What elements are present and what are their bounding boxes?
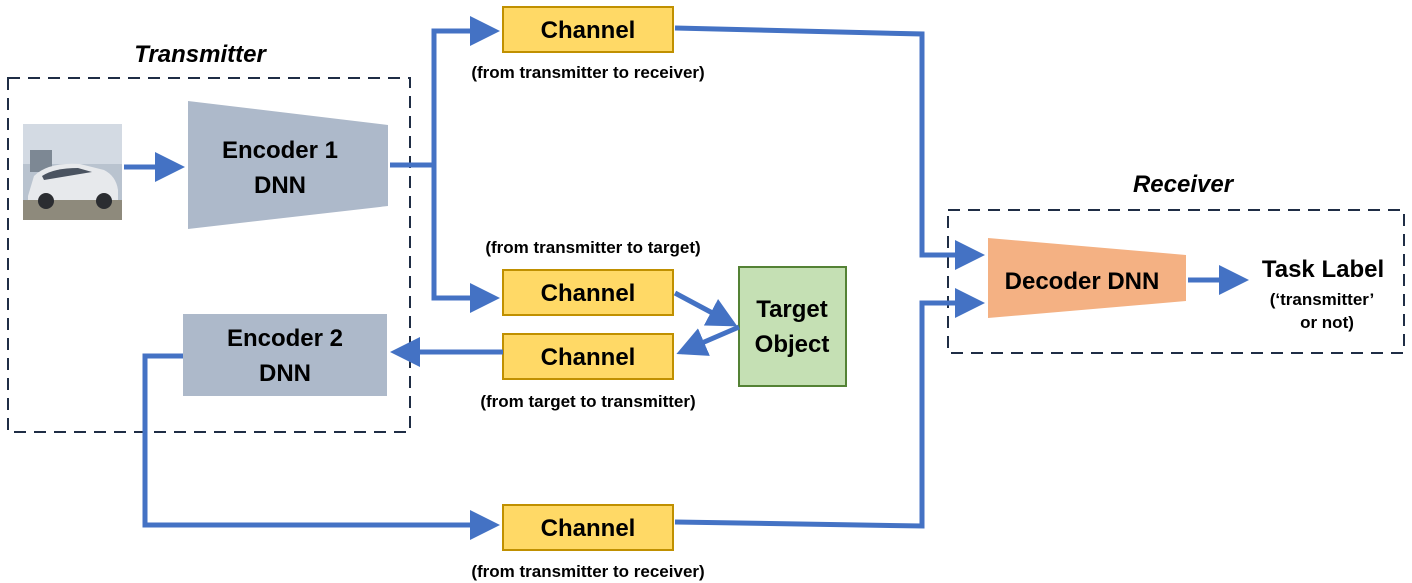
encoder1-line2: DNN (254, 172, 306, 199)
encoder2-line1: Encoder 2 (227, 325, 343, 352)
transmitter-group (7, 77, 411, 433)
task-label: Task Label (1262, 256, 1384, 283)
arrow-to-target-channel (431, 165, 500, 313)
channel-bottom-label: Channel (541, 515, 636, 542)
decoder-label: Decoder DNN (1005, 268, 1160, 295)
channel-bottom-caption: (from transmitter to receiver) (471, 562, 704, 581)
arrow-channel-to-target (673, 290, 738, 327)
channel-to-target: Channel (502, 269, 674, 316)
arrow-target-to-channel (676, 324, 740, 356)
encoder1-line1: Encoder 1 (222, 137, 338, 164)
encoder2-shape (183, 314, 387, 396)
input-car-image (23, 124, 122, 220)
target-object-line2: Object (755, 331, 830, 358)
receiver-title: Receiver (1133, 171, 1235, 198)
connectors (124, 16, 1249, 540)
channel-from-target-caption: (from target to transmitter) (480, 392, 695, 411)
arrow-to-top-channel (431, 16, 500, 165)
task-label-sub2: or not) (1300, 313, 1354, 332)
channel-to-target-caption: (from transmitter to target) (485, 238, 700, 257)
channel-to-target-label: Channel (541, 280, 636, 307)
decoder-shape (988, 238, 1186, 318)
arrow-encoder2-to-bottom-channel (142, 353, 500, 540)
arrow-top-channel-to-decoder (674, 25, 985, 270)
channel-top-label: Channel (541, 17, 636, 44)
arrow-bottom-channel-to-decoder (674, 288, 985, 529)
channel-top-caption: (from transmitter to receiver) (471, 63, 704, 82)
receiver-group (947, 209, 1405, 354)
channel-from-target-label: Channel (541, 344, 636, 371)
target-object-shape (738, 266, 847, 387)
transmitter-title: Transmitter (134, 41, 267, 68)
encoder2-line2: DNN (259, 360, 311, 387)
channel-bottom: Channel (502, 504, 674, 551)
channel-top: Channel (502, 6, 674, 53)
channel-from-target: Channel (502, 333, 674, 380)
target-object-line1: Target (756, 296, 828, 323)
task-label-sub1: (‘transmitter’ (1270, 290, 1375, 309)
encoder1-shape (188, 101, 388, 229)
